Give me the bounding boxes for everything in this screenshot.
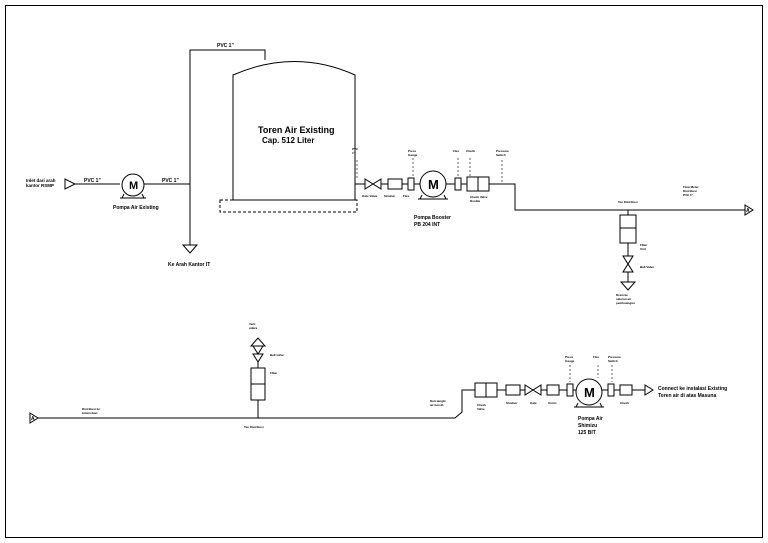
pompa-air-2-label: Pompa Air [578,416,603,422]
ball-valve-bottom-icon [252,345,264,363]
pompa-booster-symbol: M [418,170,448,200]
svg-text:Gate Valve: Gate Valve [362,194,378,198]
svg-text:Double: Double [470,199,480,203]
svg-text:Strainer: Strainer [384,194,396,198]
pompa-existing-symbol: M [120,173,146,199]
svg-text:Flex: Flex [453,149,459,153]
pump-out-pipe-label: PVC 1" [162,178,179,184]
vent-arrow-icon [249,337,267,347]
svg-text:Gauge: Gauge [408,153,418,157]
top-pipe-label: PVC 1" [217,43,234,49]
svg-text:Drain ke: Drain ke [616,293,628,297]
connect-label-1: Connect ke instalasi Existing [658,386,727,392]
tank-capacity: Cap. 512 Liter [262,136,314,145]
svg-text:Dari tangki: Dari tangki [430,399,446,403]
inlet-label-2: kantor RSMP [26,183,54,188]
toren-tank [219,61,358,213]
gate-valve-2-icon [524,384,542,396]
svg-text:Switch: Switch [496,153,506,157]
svg-text:Press: Press [565,355,574,359]
svg-text:Vent: Vent [249,322,255,326]
svg-text:Filter: Filter [270,371,278,375]
svg-text:Union: Union [548,401,557,405]
svg-text:PVC 1": PVC 1" [683,193,694,197]
inlet-pipe-label: PVC 1" [84,178,101,184]
booster-name: Pompa Booster [414,215,451,221]
svg-text:M: M [584,385,595,400]
svg-text:A: A [31,416,35,422]
svg-text:A: A [746,208,750,214]
svg-text:air bersih: air bersih [430,403,444,407]
svg-text:Pressure: Pressure [608,355,621,359]
pipe-marker-left [29,412,39,424]
svg-text:Switch: Switch [608,359,618,363]
strainer-2-icon [505,384,521,396]
svg-text:Check: Check [477,403,486,407]
pompa-air-2-size: 125 BIT [578,430,596,436]
booster-model: PB 204 INT [414,222,440,228]
pompa-existing-label: Pompa Air Existing [113,205,159,211]
svg-text:Strainer: Strainer [506,401,518,405]
svg-text:Check: Check [466,149,475,153]
svg-text:udara: udara [249,326,258,330]
ke-arah-kantor-label: Ke Arah Kantor IT [168,262,210,268]
gate-valve-icon [364,178,382,190]
svg-text:Tee Distribusi: Tee Distribusi [618,200,638,204]
svg-text:Check: Check [620,401,629,405]
svg-text:1": 1" [352,151,356,155]
svg-text:saluran air: saluran air [616,297,632,301]
tank-title: Toren Air Existing [258,125,335,135]
svg-text:Tee Distribusi: Tee Distribusi [244,425,264,429]
kantor-arrow-icon [181,244,199,254]
svg-text:Gate: Gate [530,401,537,405]
drawing-frame [5,5,763,538]
svg-text:Pressure: Pressure [496,149,509,153]
svg-text:Gauge: Gauge [565,359,575,363]
svg-text:Check Valve: Check Valve [470,195,488,199]
filter-top-housing [619,214,637,244]
pompa-air-2-model: Shimizu [578,423,597,429]
svg-text:PVC: PVC [352,147,359,151]
pompa-air-2-symbol: M [574,378,604,408]
svg-text:Ball Valve: Ball Valve [640,265,654,269]
svg-text:Flow Meter: Flow Meter [683,185,700,189]
flex-joint-icon [407,177,415,191]
svg-text:Press: Press [408,149,417,153]
drain-valve-icon [622,255,634,273]
connect-label-2: Toren air di atas Masuna [658,393,716,399]
svg-text:Valve: Valve [477,407,485,411]
svg-text:Distribusi: Distribusi [683,189,697,193]
connect-arrow-icon [644,384,654,396]
svg-text:Unit: Unit [640,247,646,251]
inlet-label-1: Inlet dari arah [26,178,56,183]
inlet-arrow-icon [64,178,77,190]
strainer-icon [387,178,403,190]
svg-text:pembuangan: pembuangan [616,301,635,305]
svg-text:Filter: Filter [640,243,648,247]
pipe-marker-right [744,204,754,216]
svg-text:Ball valve: Ball valve [270,353,284,357]
svg-text:Distribusi ke: Distribusi ke [82,407,100,411]
svg-text:M: M [428,177,439,192]
svg-text:M: M [129,180,138,192]
svg-text:Flex: Flex [593,355,599,359]
drain-arrow-icon [619,281,637,291]
svg-text:kolam ikan: kolam ikan [82,411,98,415]
svg-text:Flex: Flex [403,194,409,198]
